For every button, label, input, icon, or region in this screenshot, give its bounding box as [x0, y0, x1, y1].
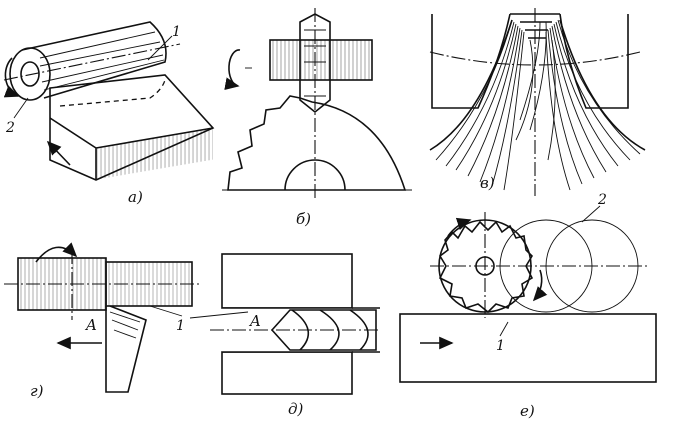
point-a: A [248, 312, 261, 330]
panel-b-gear-cutting: б) [222, 8, 412, 228]
workpiece-upper [221, 253, 353, 309]
callout-1: 1 [172, 24, 181, 40]
callout-2: 2 [5, 120, 15, 136]
gear-blank [227, 95, 407, 191]
caption-d: д) [288, 400, 304, 418]
panel-e-cutter-positions: 2 1 е) [399, 192, 657, 420]
workpiece-lower [221, 351, 353, 395]
workpiece [399, 313, 657, 383]
envelope-curves [435, 19, 641, 191]
panel-d-drilling: A д) [189, 253, 380, 418]
cutting-tool [105, 305, 147, 393]
panel-a-cylindrical-milling: 1 2 а) [3, 21, 215, 206]
caption-g: г) [30, 382, 44, 400]
callout-2: 2 [597, 192, 607, 208]
panel-g-end-milling: 1 A г) [4, 242, 200, 400]
caption-e: е) [520, 402, 535, 420]
point-a: A [84, 316, 97, 334]
panel-v-tooth-generation: в) [429, 8, 646, 196]
callout-1: 1 [176, 318, 185, 334]
caption-a: а) [128, 188, 143, 206]
cylindrical-cutter [21, 21, 167, 99]
callout-1: 1 [496, 338, 505, 354]
caption-b: б) [296, 210, 311, 228]
caption-v: в) [480, 174, 495, 192]
